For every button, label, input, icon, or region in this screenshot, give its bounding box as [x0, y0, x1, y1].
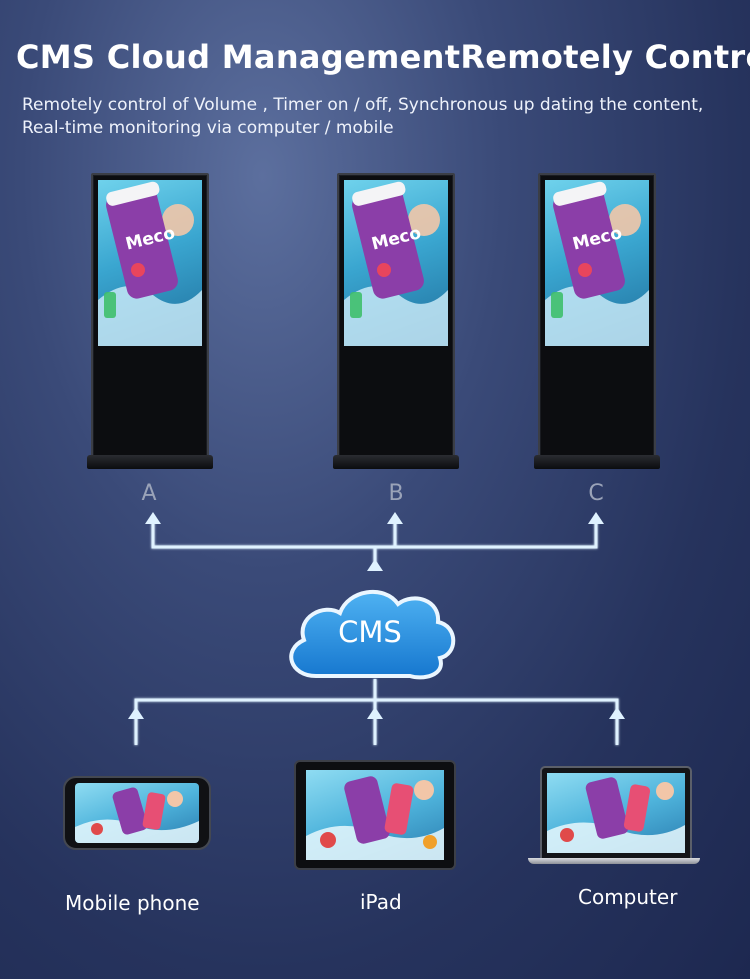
device-screen [547, 773, 685, 853]
cms-cloud: CMS [285, 583, 455, 679]
arrowhead-kiosk-c [588, 512, 604, 524]
mobile-phone-device [63, 776, 211, 850]
cms-label: CMS [285, 615, 455, 649]
laptop-lid [540, 766, 692, 860]
device-label-ipad: iPad [360, 890, 402, 914]
arrowhead-kiosk-a [145, 512, 161, 524]
laptop-base [528, 858, 700, 864]
ipad-device [294, 760, 456, 870]
arrowhead-mobile [128, 707, 144, 719]
computer-device [528, 766, 700, 864]
arrowhead-kiosk-b [387, 512, 403, 524]
device-label-mobile-phone: Mobile phone [65, 891, 200, 915]
device-label-computer: Computer [578, 885, 677, 909]
product-ad-image [306, 770, 444, 860]
arrowhead-computer [609, 707, 625, 719]
device-screen [306, 770, 444, 860]
device-screen [75, 783, 199, 843]
upper-arrowheads [145, 512, 604, 571]
arrowhead-ipad [367, 707, 383, 719]
product-ad-image [75, 783, 199, 843]
product-ad-image [547, 773, 685, 853]
arrowhead-cloud-top [367, 559, 383, 571]
